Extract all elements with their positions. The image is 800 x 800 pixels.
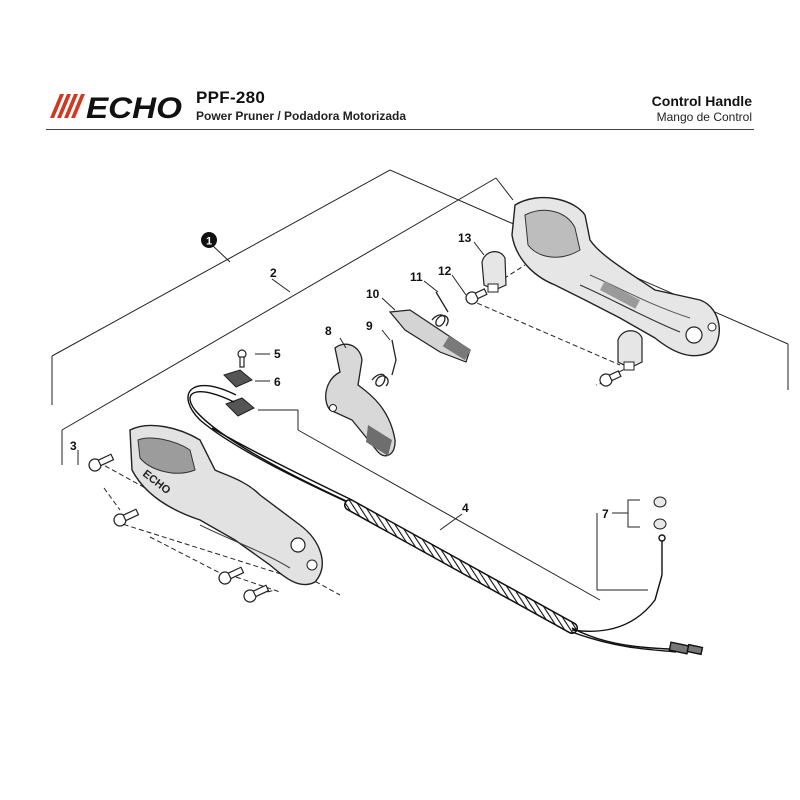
- section-title: Control Handle: [651, 93, 752, 109]
- callout-8: 8: [325, 324, 332, 338]
- callout-2: 2: [270, 266, 277, 280]
- page-header: ECHO PPF-280 Power Pruner / Podadora Mot…: [0, 0, 800, 135]
- callout-5: 5: [274, 347, 281, 361]
- echo-logo: ECHO: [50, 92, 182, 122]
- screw-icon: [88, 288, 622, 603]
- assembly-bracket-lines: [51, 169, 789, 601]
- product-subtitle: Power Pruner / Podadora Motorizada: [196, 109, 407, 123]
- callout-12: 12: [438, 264, 452, 278]
- throttle-cable-conduit: [344, 499, 578, 634]
- callout-11: 11: [410, 270, 423, 284]
- trigger-spring: [371, 339, 397, 387]
- callout-6: 6: [274, 375, 281, 389]
- left-handle-half: ECHO: [129, 424, 323, 586]
- stop-switch: [223, 369, 255, 417]
- callout-13: 13: [458, 231, 472, 245]
- callout-10: 10: [366, 287, 380, 301]
- switch-wires: [187, 384, 361, 509]
- callout-1: 1: [206, 236, 212, 248]
- hex-nut-icon: [653, 496, 667, 530]
- assembly-callout-badge: [201, 232, 217, 248]
- header-divider: [46, 129, 754, 130]
- callout-leaders: [339, 241, 485, 349]
- cable-ends: [571, 534, 704, 656]
- model-number: PPF-280: [196, 88, 266, 107]
- lever-spring: [431, 291, 449, 327]
- clamp-lower: [617, 330, 643, 371]
- right-handle-half: [511, 197, 720, 357]
- clamp-upper: [481, 251, 507, 293]
- callout-3: 3: [70, 439, 77, 453]
- throttle-trigger: [325, 343, 396, 457]
- lockout-lever: [388, 309, 472, 363]
- callout-labels: 1 2 3 4 5 6 7 8 9 10 11 12 13: [70, 231, 609, 521]
- callout-7: 7: [602, 507, 609, 521]
- section-subtitle: Mango de Control: [656, 110, 752, 124]
- callout-9: 9: [366, 319, 373, 333]
- logo-wordmark: ECHO: [86, 92, 182, 122]
- callout-4: 4: [462, 501, 469, 515]
